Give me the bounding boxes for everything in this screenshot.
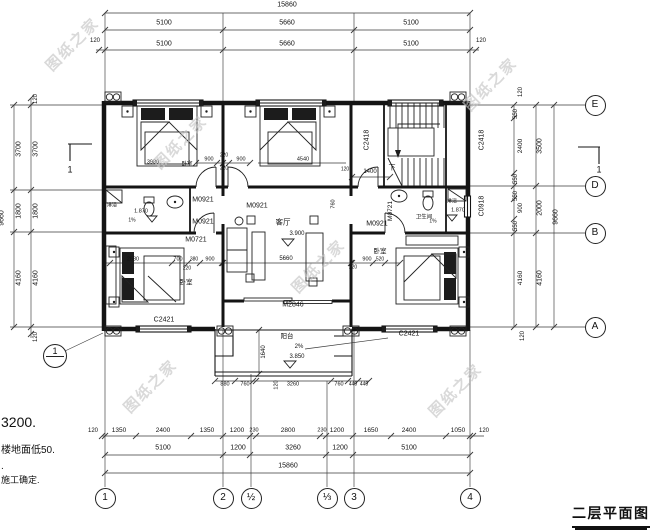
bed-top-middle bbox=[244, 105, 336, 167]
column-symbols bbox=[104, 91, 467, 337]
elevation-marks bbox=[64, 143, 600, 369]
bed-bottom-left bbox=[105, 245, 185, 308]
walls bbox=[101, 100, 471, 332]
bathroom-fixtures bbox=[105, 188, 467, 217]
bed-bottom-right bbox=[395, 235, 470, 308]
balcony bbox=[214, 329, 389, 377]
bed-top-left bbox=[121, 105, 213, 167]
living-room-furniture bbox=[226, 215, 324, 287]
door-arcs bbox=[193, 166, 406, 234]
drawing-title: 二层平面图 bbox=[572, 503, 650, 528]
staircase bbox=[387, 103, 445, 187]
dimension-lines bbox=[10, 9, 585, 487]
